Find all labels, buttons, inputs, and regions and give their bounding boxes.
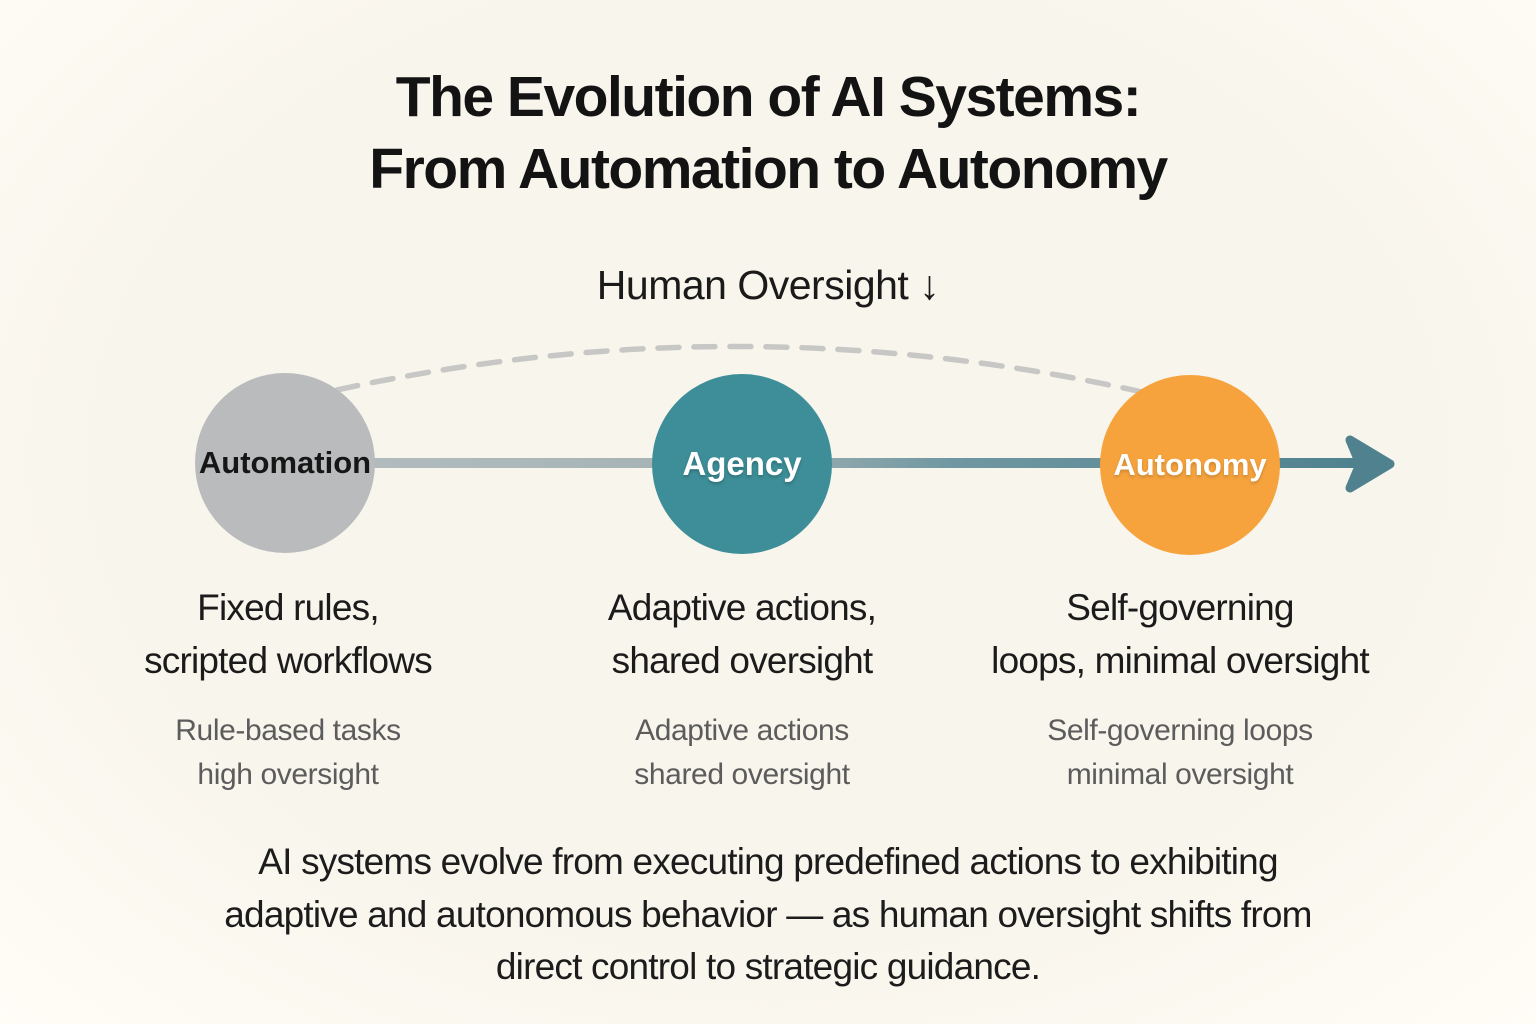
stage-sub-label: Self-governing loops minimal oversight [945,709,1415,798]
summary-caption: AI systems evolve from executing predefi… [48,836,1488,994]
stage-sub-label: Rule-based tasks high oversight [53,709,523,798]
stage-column-agency: Adaptive actions, shared oversight Adapt… [507,582,977,798]
stage-circle-automation: Automation [195,373,375,553]
stage-main-line2: shared oversight [611,639,874,681]
stage-circle-autonomy-label: Autonomy [1113,447,1267,482]
stage-column-autonomy: Self-governing loops, minimal oversight … [945,582,1415,798]
summary-caption-line3: direct control to strategic guidance. [495,946,1041,988]
stage-main-label: Fixed rules, scripted workflows [53,582,523,687]
stage-sub-line1: Self-governing loops [1047,714,1313,748]
timeline-arrowhead-icon [1345,435,1395,493]
stage-sub-line1: Rule-based tasks [175,714,401,748]
stage-sub-label: Adaptive actions shared oversight [507,709,977,798]
stage-main-line1: Adaptive actions, [607,587,877,628]
oversight-dashed-arc [299,343,1145,401]
stage-main-line2: scripted workflows [144,639,433,681]
stage-main-line1: Self-governing [1066,587,1294,628]
stage-sub-line2: shared oversight [634,758,850,792]
page-title-line1: The Evolution of AI Systems: [395,65,1142,129]
stage-circle-agency-label: Agency [682,445,802,482]
summary-caption-line1: AI systems evolve from executing predefi… [258,841,1278,882]
stage-main-label: Self-governing loops, minimal oversight [945,582,1415,687]
stage-column-automation: Fixed rules, scripted workflows Rule-bas… [53,582,523,798]
summary-caption-line2: adaptive and autonomous behavior — as hu… [224,893,1312,935]
stage-main-label: Adaptive actions, shared oversight [507,582,977,687]
stage-circle-automation-label: Automation [198,445,372,480]
stage-sub-line2: high oversight [197,758,379,792]
stage-sub-line1: Adaptive actions [635,714,849,748]
stage-circle-autonomy: Autonomy [1100,375,1280,555]
page-title: The Evolution of AI Systems: From Automa… [0,62,1536,206]
stage-main-line2: loops, minimal oversight [991,639,1369,681]
human-oversight-label: Human Oversight ↓ [596,262,940,308]
stage-sub-line2: minimal oversight [1066,758,1294,792]
stage-main-line1: Fixed rules, [197,587,379,628]
page-title-line2: From Automation to Autonomy [369,136,1168,201]
stage-circle-agency: Agency [652,374,832,554]
